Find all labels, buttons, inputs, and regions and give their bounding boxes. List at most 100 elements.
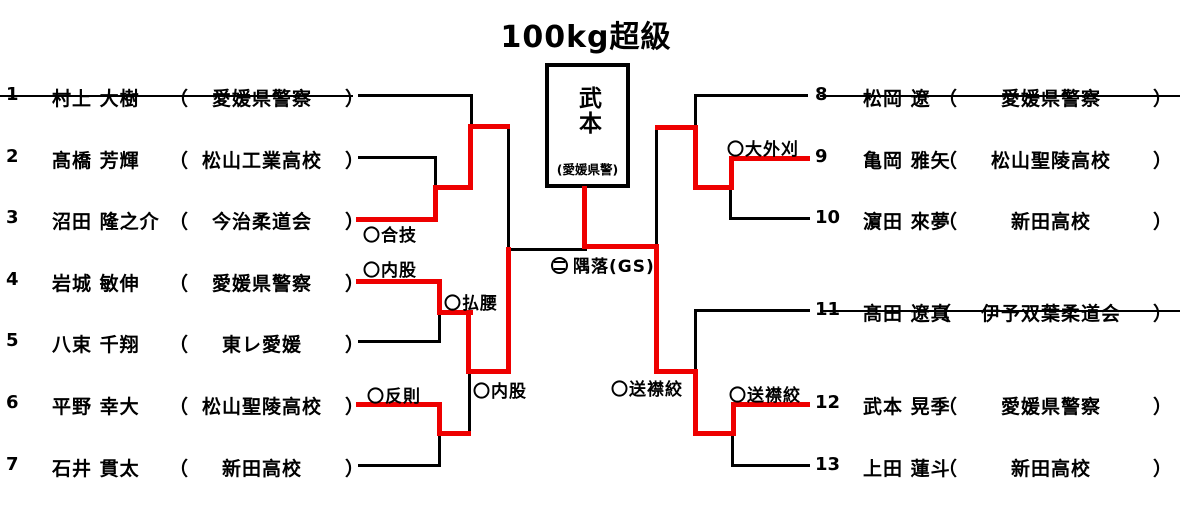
withdrawal-strikethrough	[820, 310, 1180, 312]
entry-row-8: 8 松岡 遼 （ 愛媛県警察 ）	[0, 84, 1187, 110]
winner-line	[694, 431, 736, 436]
paren-close: ）	[1153, 303, 1173, 325]
technique-label-final-right: 〇送襟絞	[611, 380, 683, 400]
paren-close: ）	[1153, 458, 1173, 480]
entry-row-6: 6 平野 幸大 （ 松山聖陵高校 ）	[0, 392, 1187, 418]
waza-ari-mark-icon	[551, 257, 568, 274]
entry-row-2: 2 髙橋 芳輝 （ 松山工業高校 ）	[0, 146, 1187, 172]
winner-line	[433, 185, 473, 190]
technique-label-match-9v10: 〇大外刈	[727, 140, 799, 160]
entry-seed: 10	[815, 207, 841, 228]
paren-open: （	[169, 334, 189, 356]
match-line	[696, 309, 810, 312]
winner-line	[468, 124, 473, 190]
entry-seed: 6	[6, 392, 19, 413]
paren-close: ）	[345, 150, 365, 172]
winner-line	[731, 402, 810, 407]
entry-seed: 1	[6, 84, 19, 105]
paren-open: （	[169, 458, 189, 480]
match-line	[694, 309, 697, 373]
paren-close: ）	[345, 273, 365, 295]
entry-seed: 11	[815, 299, 841, 320]
winner-line	[356, 402, 442, 407]
winner-line	[694, 185, 734, 190]
match-line	[468, 371, 471, 435]
paren-close: ）	[345, 396, 365, 418]
match-line	[729, 187, 732, 220]
winner-line	[654, 244, 659, 374]
match-line	[694, 94, 697, 128]
entry-name: 亀岡 雅矢	[863, 150, 951, 172]
entry-affiliation: 愛媛県警察	[211, 273, 312, 295]
entry-affiliation: 新田高校	[1010, 458, 1091, 480]
winner-line	[437, 310, 473, 315]
paren-close: ）	[1153, 211, 1173, 233]
technique-label-match-4v5: 〇内股	[363, 261, 417, 281]
grand-final-technique-text: 隅落(GS)	[573, 257, 655, 277]
entry-row-1: 1 村上 大樹 （ 愛媛県警察 ）	[0, 84, 1187, 110]
entry-row-10: 10 濵田 來夢 （ 新田高校 ）	[0, 207, 1187, 233]
match-line	[733, 464, 810, 467]
winner-line	[731, 156, 810, 161]
winner-line	[466, 310, 471, 374]
paren-open: （	[169, 273, 189, 295]
paren-open: （	[938, 88, 958, 110]
winner-line	[693, 369, 698, 436]
winner-line	[655, 369, 698, 374]
paren-open: （	[938, 458, 958, 480]
match-line	[731, 433, 734, 467]
entry-row-13: 13 上田 蓮斗 （ 新田高校 ）	[0, 454, 1187, 480]
entry-name: 平野 幸大	[52, 396, 140, 418]
match-line	[731, 217, 810, 220]
match-line	[358, 464, 441, 467]
technique-label-final-left: 〇内股	[473, 382, 527, 402]
winner-line	[468, 124, 510, 129]
technique-label-match-2v3: 〇合技	[363, 226, 417, 246]
match-line	[358, 94, 473, 97]
winner-line	[356, 279, 442, 284]
entry-affiliation: 松山聖陵高校	[201, 396, 322, 418]
paren-close: ）	[345, 88, 365, 110]
entry-row-12: 12 武本 晃季 （ 愛媛県警察 ）	[0, 392, 1187, 418]
entry-row-9: 9 亀岡 雅矢 （ 松山聖陵高校 ）	[0, 146, 1187, 172]
winner-line	[729, 156, 734, 190]
entry-seed: 3	[6, 207, 19, 228]
entry-name: 沼田 隆之介	[52, 211, 160, 233]
entry-row-7: 7 石井 貫太 （ 新田高校 ）	[0, 454, 1187, 480]
winner-line	[506, 247, 511, 374]
paren-open: （	[938, 211, 958, 233]
entry-row-5: 5 八束 千翔 （ 東レ愛媛 ）	[0, 330, 1187, 356]
champion-name: 武本	[574, 86, 601, 136]
technique-label-grand-final: 隅落(GS)	[551, 252, 655, 277]
match-line	[655, 126, 658, 247]
paren-open: （	[938, 150, 958, 172]
winner-line	[655, 125, 698, 130]
entry-name: 濵田 來夢	[863, 211, 951, 233]
paren-close: ）	[1153, 150, 1173, 172]
entry-name: 上田 蓮斗	[863, 458, 951, 480]
paren-close: ）	[1153, 88, 1173, 110]
winner-line	[437, 402, 442, 436]
entry-name: 石井 貫太	[52, 458, 140, 480]
paren-open: （	[938, 396, 958, 418]
entry-affiliation: 新田高校	[1010, 211, 1091, 233]
entry-row-4: 4 岩城 敏伸 （ 愛媛県警察 ）	[0, 269, 1187, 295]
paren-open: （	[169, 211, 189, 233]
entry-seed: 9	[815, 146, 828, 167]
entry-affiliation: 東レ愛媛	[221, 334, 302, 356]
technique-label-match-6v7: 〇反則	[367, 387, 421, 407]
entry-row-11: 11 髙田 遼真 （ 伊予双葉柔道会 ）	[0, 299, 1187, 325]
paren-open: （	[169, 88, 189, 110]
entry-name: 髙橋 芳輝	[52, 150, 140, 172]
winner-line	[583, 244, 659, 249]
champion-box: 武本 (愛媛県警)	[545, 63, 630, 188]
paren-close: ）	[345, 458, 365, 480]
winner-line	[693, 125, 698, 190]
paren-close: ）	[1153, 396, 1173, 418]
winner-line	[433, 185, 438, 222]
match-line	[470, 94, 473, 125]
paren-open: （	[169, 396, 189, 418]
entry-affiliation: 伊予双葉柔道会	[980, 303, 1121, 325]
paren-open: （	[169, 150, 189, 172]
